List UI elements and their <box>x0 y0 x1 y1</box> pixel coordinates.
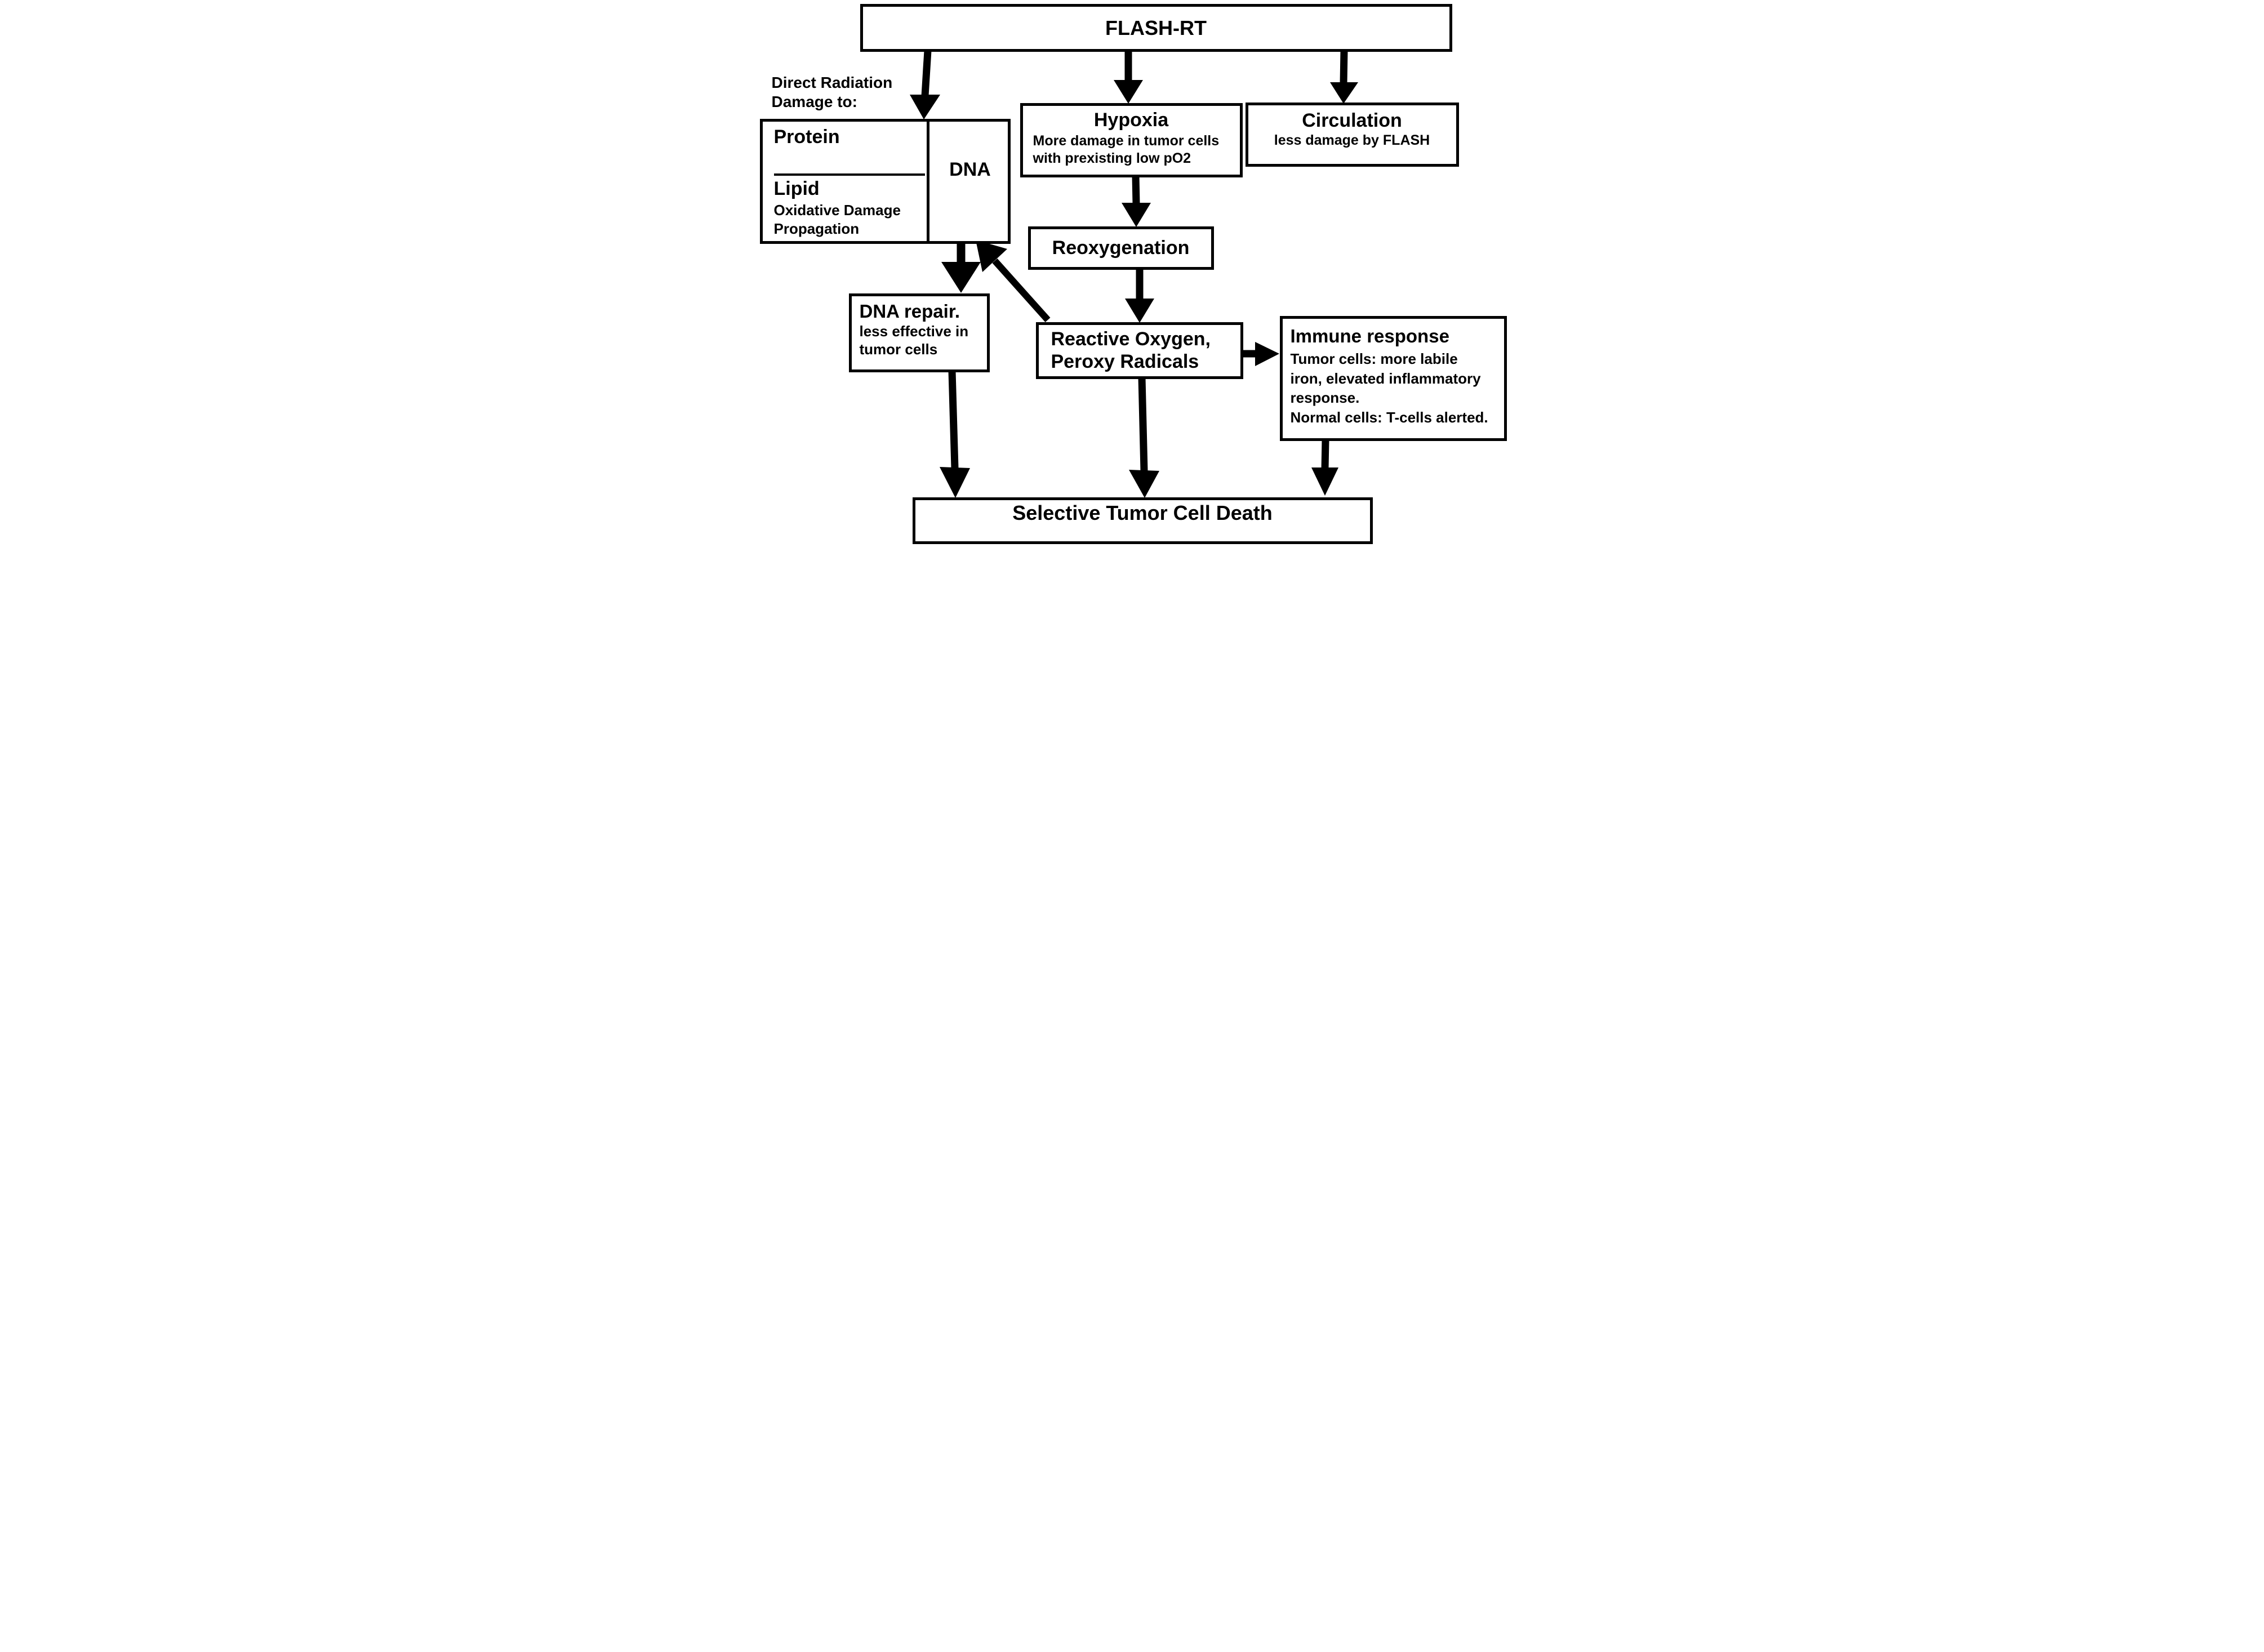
node-reactive-oxygen: Reactive Oxygen, Peroxy Radicals <box>1035 322 1243 379</box>
dna-compartment-divider <box>926 122 929 241</box>
node-selective-tumor-cell-death: Selective Tumor Cell Death <box>912 497 1373 544</box>
node-reoxygenation: Reoxygenation <box>1028 226 1214 270</box>
flash-rt-title: FLASH-RT <box>1105 16 1207 39</box>
oxidative-damage-note: Oxidative Damage Propagation <box>774 201 901 238</box>
hypoxia-body-line1: More damage in tumor cells <box>1033 133 1220 149</box>
hypoxia-title: Hypoxia <box>1093 109 1169 131</box>
direct-radiation-line1: Direct Radiation <box>771 74 893 91</box>
arrow-reactive-oxygen-to-death <box>1128 377 1159 498</box>
reactive-oxygen-title-line2: Peroxy Radicals <box>1051 350 1199 372</box>
direct-radiation-line2: Damage to: <box>771 92 857 110</box>
node-immune-response: Immune response Tumor cells: more labile… <box>1279 316 1507 441</box>
hypoxia-body: More damage in tumor cells with prexisti… <box>1023 132 1240 167</box>
immune-response-body: Tumor cells: more labile iron, elevated … <box>1291 349 1504 427</box>
arrow-dna-to-dna-repair <box>941 243 981 293</box>
node-dna-repair: DNA repair. less effective in tumor cell… <box>848 293 990 372</box>
dna-repair-body-line2: tumor cells <box>859 341 938 358</box>
arrow-flash-to-hypoxia <box>1113 51 1143 104</box>
direct-radiation-damage-label: Direct Radiation Damage to: <box>772 73 893 111</box>
reactive-oxygen-title-line1: Reactive Oxygen, <box>1051 328 1211 350</box>
immune-body-line1: Tumor cells: more labile <box>1290 350 1458 367</box>
immune-body-line3: response. <box>1290 389 1360 407</box>
arrow-reactive-oxygen-to-immune <box>1241 342 1279 366</box>
circulation-title: Circulation <box>1302 110 1402 131</box>
arrow-flash-to-circulation <box>1329 50 1358 104</box>
arrow-hypoxia-to-reoxygenation <box>1121 176 1151 227</box>
hypoxia-body-line2: with prexisting low pO2 <box>1033 150 1191 166</box>
node-hypoxia: Hypoxia More damage in tumor cells with … <box>1020 103 1243 177</box>
immune-response-title: Immune response <box>1290 326 1449 346</box>
arrow-dna-repair-to-death <box>939 371 970 498</box>
protein-lipid-divider <box>773 173 925 176</box>
reoxygenation-title: Reoxygenation <box>1052 237 1190 259</box>
arrow-immune-to-death <box>1311 439 1338 496</box>
immune-body-line2: iron, elevated inflammatory <box>1290 369 1481 387</box>
node-circulation: Circulation less damage by FLASH <box>1245 103 1459 167</box>
arrow-flash-to-damage-targets <box>909 50 940 119</box>
lipid-label: Lipid <box>773 178 820 199</box>
oxidative-damage-line1: Oxidative Damage <box>773 202 901 219</box>
dna-repair-title: DNA repair. <box>859 301 960 322</box>
dna-label: DNA <box>949 159 991 180</box>
flash-rt-flowchart: FLASH-RT Direct Radiation Damage to: Pro… <box>754 0 1510 551</box>
node-flash-rt: FLASH-RT <box>860 4 1452 52</box>
selective-death-title: Selective Tumor Cell Death <box>1012 501 1273 524</box>
protein-label: Protein <box>773 126 840 148</box>
oxidative-damage-line2: Propagation <box>773 220 860 237</box>
immune-body-line4: Normal cells: T-cells alerted. <box>1290 408 1488 426</box>
dna-repair-body-line1: less effective in <box>859 322 969 340</box>
circulation-body: less damage by FLASH <box>1274 132 1430 149</box>
node-damage-targets: Protein Lipid Oxidative Damage Propagati… <box>759 119 1011 244</box>
arrow-reoxygenation-to-reactive-oxygen <box>1124 269 1154 323</box>
